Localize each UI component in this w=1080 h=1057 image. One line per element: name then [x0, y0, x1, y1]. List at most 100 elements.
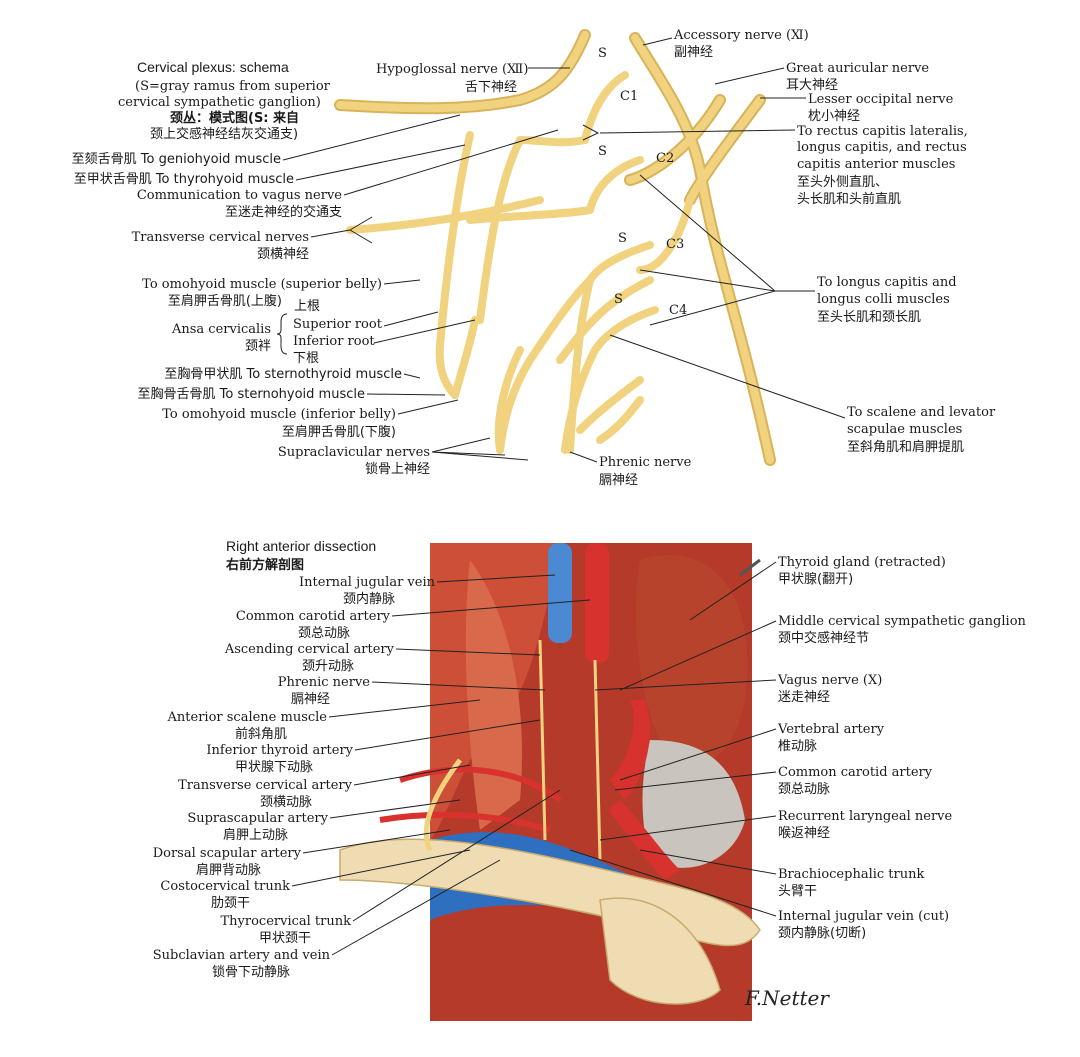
ansa-inferior-root — [451, 316, 479, 399]
root-c4: C4 — [669, 303, 687, 318]
dissection-label-right-zh-6: 头臂干 — [778, 884, 817, 899]
label-phrenic-schema-zh: 膈神经 — [599, 473, 638, 488]
great-auricular-nerve — [626, 96, 724, 184]
label-vagus-communication-zh: 至迷走神经的交通支 — [225, 204, 342, 220]
label-scalene-2: scapulae muscles — [847, 422, 962, 437]
root-c3: C3 — [666, 237, 684, 252]
leader-left-6 — [353, 764, 471, 786]
nerve-fibers — [336, 31, 774, 464]
dissection-label-left-zh-10: 甲状颈干 — [259, 931, 311, 946]
dissection-label-left-zh-3: 膈神经 — [291, 692, 330, 707]
label-sternothyroid: 至胸骨甲状肌 To sternothyroid muscle — [164, 367, 402, 382]
label-rectus-1: To rectus capitis lateralis, — [797, 124, 968, 139]
dissection-right-labels: Thyroid gland (retracted)甲状腺(翻开)Middle c… — [777, 555, 1027, 941]
phrenic-nerve-schema — [566, 276, 594, 454]
label-superior-root-zh: 上根 — [294, 299, 320, 314]
leader-left-4 — [328, 699, 481, 718]
dissection-label-left-3: Phrenic nerve — [278, 675, 371, 690]
label-great-auricular: Great auricular nerve — [786, 61, 929, 76]
retractor-icon — [739, 558, 761, 577]
dissection-label-right-7: Internal jugular vein (cut) — [778, 909, 949, 924]
dissection-label-left-1: Common carotid artery — [236, 609, 391, 624]
label-supraclavicular-zh: 锁骨上神经 — [365, 461, 430, 477]
dissection-label-left-2: Ascending cervical artery — [224, 642, 395, 657]
phrenic-nerve-shape — [538, 639, 547, 841]
dissection-title: Right anterior dissection — [226, 538, 376, 554]
common-carotid-artery-shape — [585, 543, 609, 663]
dissection-label-left-5: Inferior thyroid artery — [206, 743, 353, 758]
ansa-brace — [276, 313, 288, 355]
leader-left-10 — [352, 789, 561, 922]
label-geniohyoid: 至颏舌骨肌 To geniohyoid muscle — [72, 152, 281, 167]
label-omohyoid-superior-zh: 至肩胛舌骨肌(上腹) — [168, 293, 282, 309]
leader-left-11 — [331, 859, 501, 956]
leader-left-3 — [371, 681, 546, 691]
dissection-leader-lines — [291, 561, 777, 956]
root-s-4: S — [614, 292, 623, 307]
dissection-label-left-zh-11: 锁骨下动静脉 — [212, 964, 290, 980]
dissection-label-left-zh-1: 颈总动脉 — [298, 626, 350, 641]
leader-right-6 — [639, 849, 777, 875]
c1-root — [581, 71, 629, 144]
suprascapular-artery-shape — [379, 811, 551, 833]
netter-signature: F.Netter — [744, 986, 830, 1010]
dissection-label-right-zh-5: 喉返神经 — [778, 826, 830, 841]
dissection-label-left-6: Transverse cervical artery — [178, 778, 353, 793]
dissection-label-left-10: Thyrocervical trunk — [220, 914, 351, 929]
leader-right-0 — [689, 561, 777, 621]
label-rectus-2: longus capitis, and rectus — [797, 140, 967, 155]
dissection-label-left-zh-0: 颈内静脉 — [343, 591, 395, 607]
label-scalene-1: To scalene and levator — [847, 405, 996, 420]
label-inferior-root-zh: 下根 — [293, 351, 319, 366]
dissection-label-left-zh-5: 甲状腺下动脉 — [235, 760, 313, 775]
label-transverse-cervical-zh: 颈横神经 — [257, 247, 309, 262]
dissection-label-left-11: Subclavian artery and vein — [153, 948, 331, 963]
dissection-label-right-zh-4: 颈总动脉 — [778, 782, 830, 797]
label-vagus-communication: Communication to vagus nerve — [137, 188, 342, 203]
label-supraclavicular: Supraclavicular nerves — [278, 445, 430, 460]
label-rectus-3: capitis anterior muscles — [797, 157, 955, 172]
dissection-label-right-1: Middle cervical sympathetic ganglion — [778, 614, 1027, 629]
ansa-superior-root — [435, 131, 474, 399]
schema-subtitle-2: cervical sympathetic ganglion) — [118, 95, 321, 110]
dissection-label-left-7: Suprascapular artery — [187, 811, 328, 826]
leader-left-9 — [291, 849, 471, 887]
label-lesser-occipital-zh: 枕小神经 — [808, 109, 860, 124]
trachea — [642, 740, 745, 868]
label-accessory-zh: 副神经 — [674, 45, 713, 60]
label-scalene-zh: 至斜角肌和肩胛提肌 — [847, 439, 964, 455]
root-c1: C1 — [620, 89, 638, 104]
dissection-label-left-zh-8: 肩胛背动脉 — [196, 862, 261, 878]
leader-left-1 — [391, 599, 591, 617]
cervical-plexus-schema: Cervical plexus: schema (S=gray ramus fr… — [72, 28, 996, 488]
supraclavicular-nerves — [494, 346, 524, 454]
dissection-label-right-6: Brachiocephalic trunk — [778, 867, 924, 882]
label-longus-2: longus colli muscles — [817, 292, 950, 307]
vagus-nerve-shape — [593, 659, 602, 861]
dissection-label-left-0: Internal jugular vein — [299, 575, 436, 590]
dissection-label-right-zh-0: 甲状腺(翻开) — [778, 572, 853, 587]
dissection-label-right-zh-3: 椎动脉 — [778, 739, 817, 754]
dissection-label-left-zh-9: 肋颈干 — [211, 896, 250, 911]
brachiocephalic-trunk-shape — [608, 800, 680, 880]
leader-right-1 — [619, 620, 777, 691]
dissection-label-left-8: Dorsal scapular artery — [153, 846, 302, 861]
dissection-label-right-4: Common carotid artery — [778, 765, 933, 780]
label-ansa-cervicalis-zh: 颈袢 — [245, 339, 271, 354]
label-sternohyoid: 至胸骨舌骨肌 To sternohyoid muscle — [138, 387, 365, 402]
dissection-title-zh: 右前方解剖图 — [225, 557, 304, 573]
root-s-2: S — [598, 144, 607, 159]
dissection-label-right-3: Vertebral artery — [777, 722, 885, 737]
lesser-occipital-nerve — [636, 96, 764, 274]
label-longus-1: To longus capitis and — [817, 275, 957, 290]
label-inferior-root: Inferior root — [293, 334, 375, 349]
internal-jugular-vein-shape — [548, 543, 572, 643]
label-hypoglossal-zh: 舌下神经 — [465, 80, 517, 95]
leader-right-2 — [594, 679, 777, 691]
vertebral-artery-shape — [610, 700, 650, 800]
label-great-auricular-zh: 耳大神经 — [786, 78, 838, 93]
dissection-label-left-zh-6: 颈横动脉 — [260, 795, 312, 810]
dissection-label-right-zh-2: 迷走神经 — [778, 690, 830, 705]
label-omohyoid-inferior: To omohyoid muscle (inferior belly) — [162, 407, 396, 422]
root-s-1: S — [598, 46, 607, 61]
